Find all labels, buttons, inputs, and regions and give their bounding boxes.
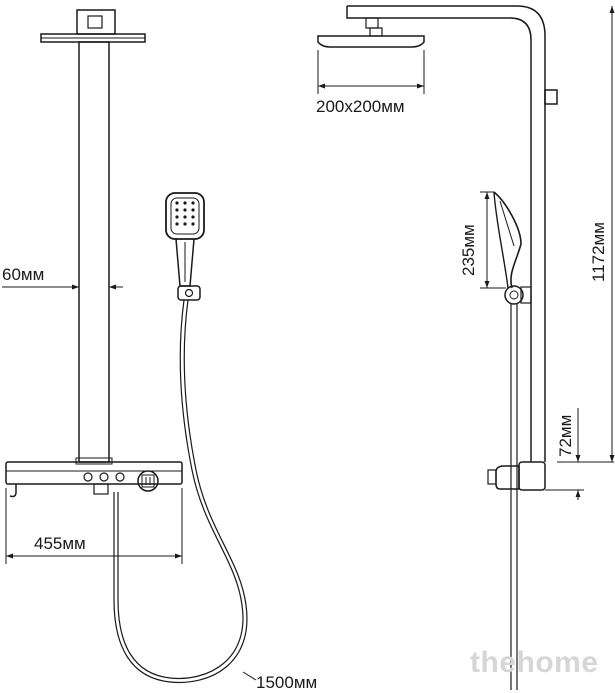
hand-shower-length-label: 235мм (459, 224, 478, 276)
mixer-height-dimension (545, 408, 584, 500)
side-view (317, 5, 558, 690)
head-size-dimension (317, 50, 425, 94)
hose-length-leader (242, 671, 257, 681)
mixer-height-label: 72мм (556, 415, 575, 457)
total-height-label: 1172мм (589, 222, 608, 282)
side-arm (347, 5, 546, 462)
front-view (5, 9, 248, 684)
side-shower-head (317, 35, 425, 48)
front-head-mount (76, 9, 116, 35)
shelf-width-label: 455мм (34, 534, 86, 553)
front-hose (117, 299, 244, 680)
watermark: thehome (470, 646, 599, 679)
hose-length-label: 1500мм (256, 673, 317, 692)
total-height-dimension (557, 5, 615, 463)
front-hand-shower (165, 192, 205, 301)
shelf-width-dimension (5, 488, 183, 564)
front-pipe (78, 41, 110, 463)
side-hand-shower (493, 191, 532, 305)
head-size-label: 200x200мм (316, 97, 405, 116)
hand-shower-dimension (480, 191, 506, 289)
front-shelf (5, 457, 183, 498)
side-mixer (487, 461, 546, 491)
pipe-diameter-label: 60мм (2, 265, 44, 284)
